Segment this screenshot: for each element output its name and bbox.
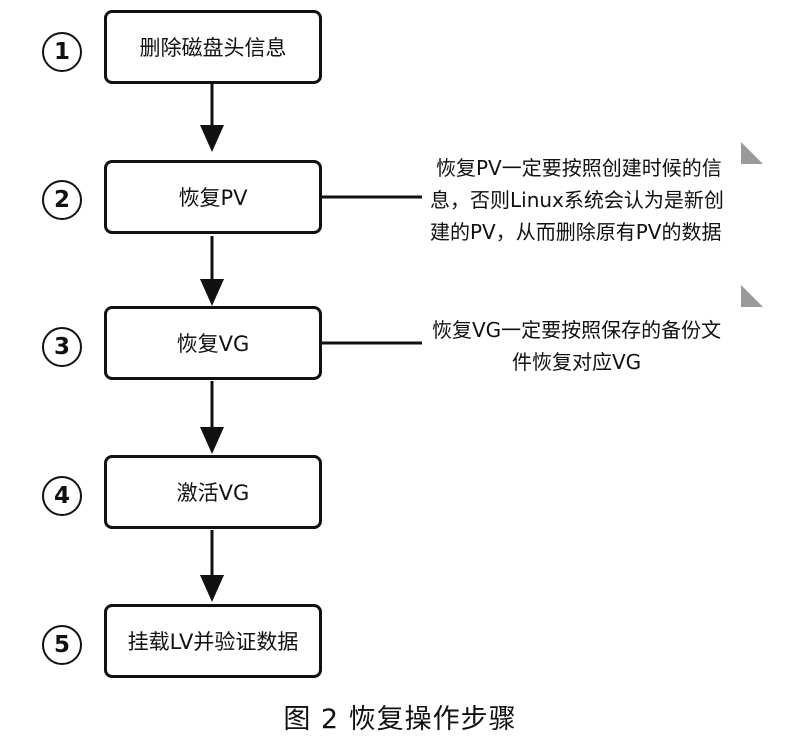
step-number-5: 5 [42,625,82,665]
step-label-3: 恢复VG [176,332,250,356]
step-label-1: 删除磁盘头信息 [139,36,287,60]
step-number-4: 4 [42,476,82,516]
arrow-head-2-to-3 [200,279,224,306]
step-label-4: 激活VG [176,481,250,505]
figure-caption: 图 2 恢复操作步骤 [283,704,517,735]
annotation-3-line-1: 恢复VG一定要按照保存的备份文 [432,318,722,342]
step-box-4: 激活VG [104,455,322,529]
annotation-step-3: 恢复VG一定要按照保存的备份文 件恢复对应VG [432,314,721,378]
step-box-2: 恢复PV [104,160,322,234]
step-box-3: 恢复VG [104,306,322,380]
note-corner-mark-1 [741,142,763,164]
step-label-2: 恢复PV [178,186,248,210]
note-corner-mark-2 [741,285,763,307]
step-number-3: 3 [42,327,82,367]
step-box-5: 挂载LV并验证数据 [104,604,322,678]
arrow-head-1-to-2 [200,125,224,152]
annotation-2-line-1: 恢复PV一定要按照创建时候的信 [436,156,722,180]
arrow-head-3-to-4 [200,427,224,454]
annotation-3-line-2: 件恢复对应VG [512,350,642,374]
annotation-2-line-3: 建的PV，从而删除原有PV的数据 [430,220,722,244]
step-number-2: 2 [42,180,82,220]
step-label-5: 挂载LV并验证数据 [127,630,299,654]
annotation-2-line-2: 息，否则Linux系统会认为是新创 [430,188,724,212]
arrow-head-4-to-5 [200,575,224,602]
step-number-1: 1 [42,32,82,72]
annotation-step-2: 恢复PV一定要按照创建时候的信 息，否则Linux系统会认为是新创 建的PV，从… [430,152,724,248]
step-box-1: 删除磁盘头信息 [104,10,322,84]
